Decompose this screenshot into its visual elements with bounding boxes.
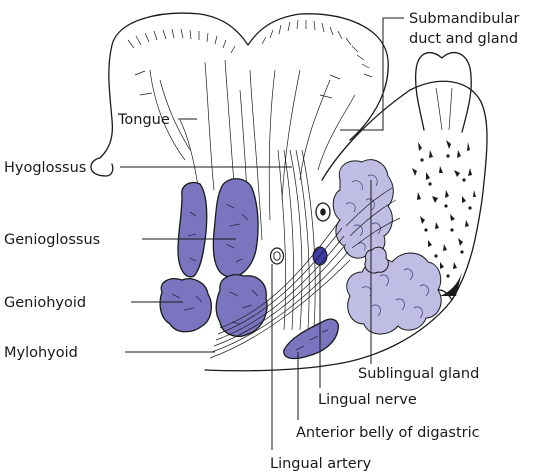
label-anterior-belly-of-digastric: Anterior belly of digastric [296,425,480,441]
genioglossus-muscle [178,179,258,277]
label-sublingual-gland: Sublingual gland [358,366,479,382]
submandibular-duct [316,203,330,221]
label-genioglossus: Genioglossus [4,232,100,248]
geniohyoid-muscle [160,275,267,337]
label-submandibular-line2: duct and gland [409,31,518,47]
sublingual-gland [333,160,441,334]
label-geniohyoid: Geniohyoid [4,295,86,311]
label-lingual-nerve: Lingual nerve [318,392,417,408]
label-submandibular-line1: Submandibular [409,11,519,27]
label-mylohyoid: Mylohyoid [4,345,78,361]
label-hyoglossus: Hyoglossus [4,160,86,176]
label-tongue: Tongue [117,112,170,128]
lingual-artery [271,248,284,264]
label-lingual-artery: Lingual artery [270,456,372,472]
